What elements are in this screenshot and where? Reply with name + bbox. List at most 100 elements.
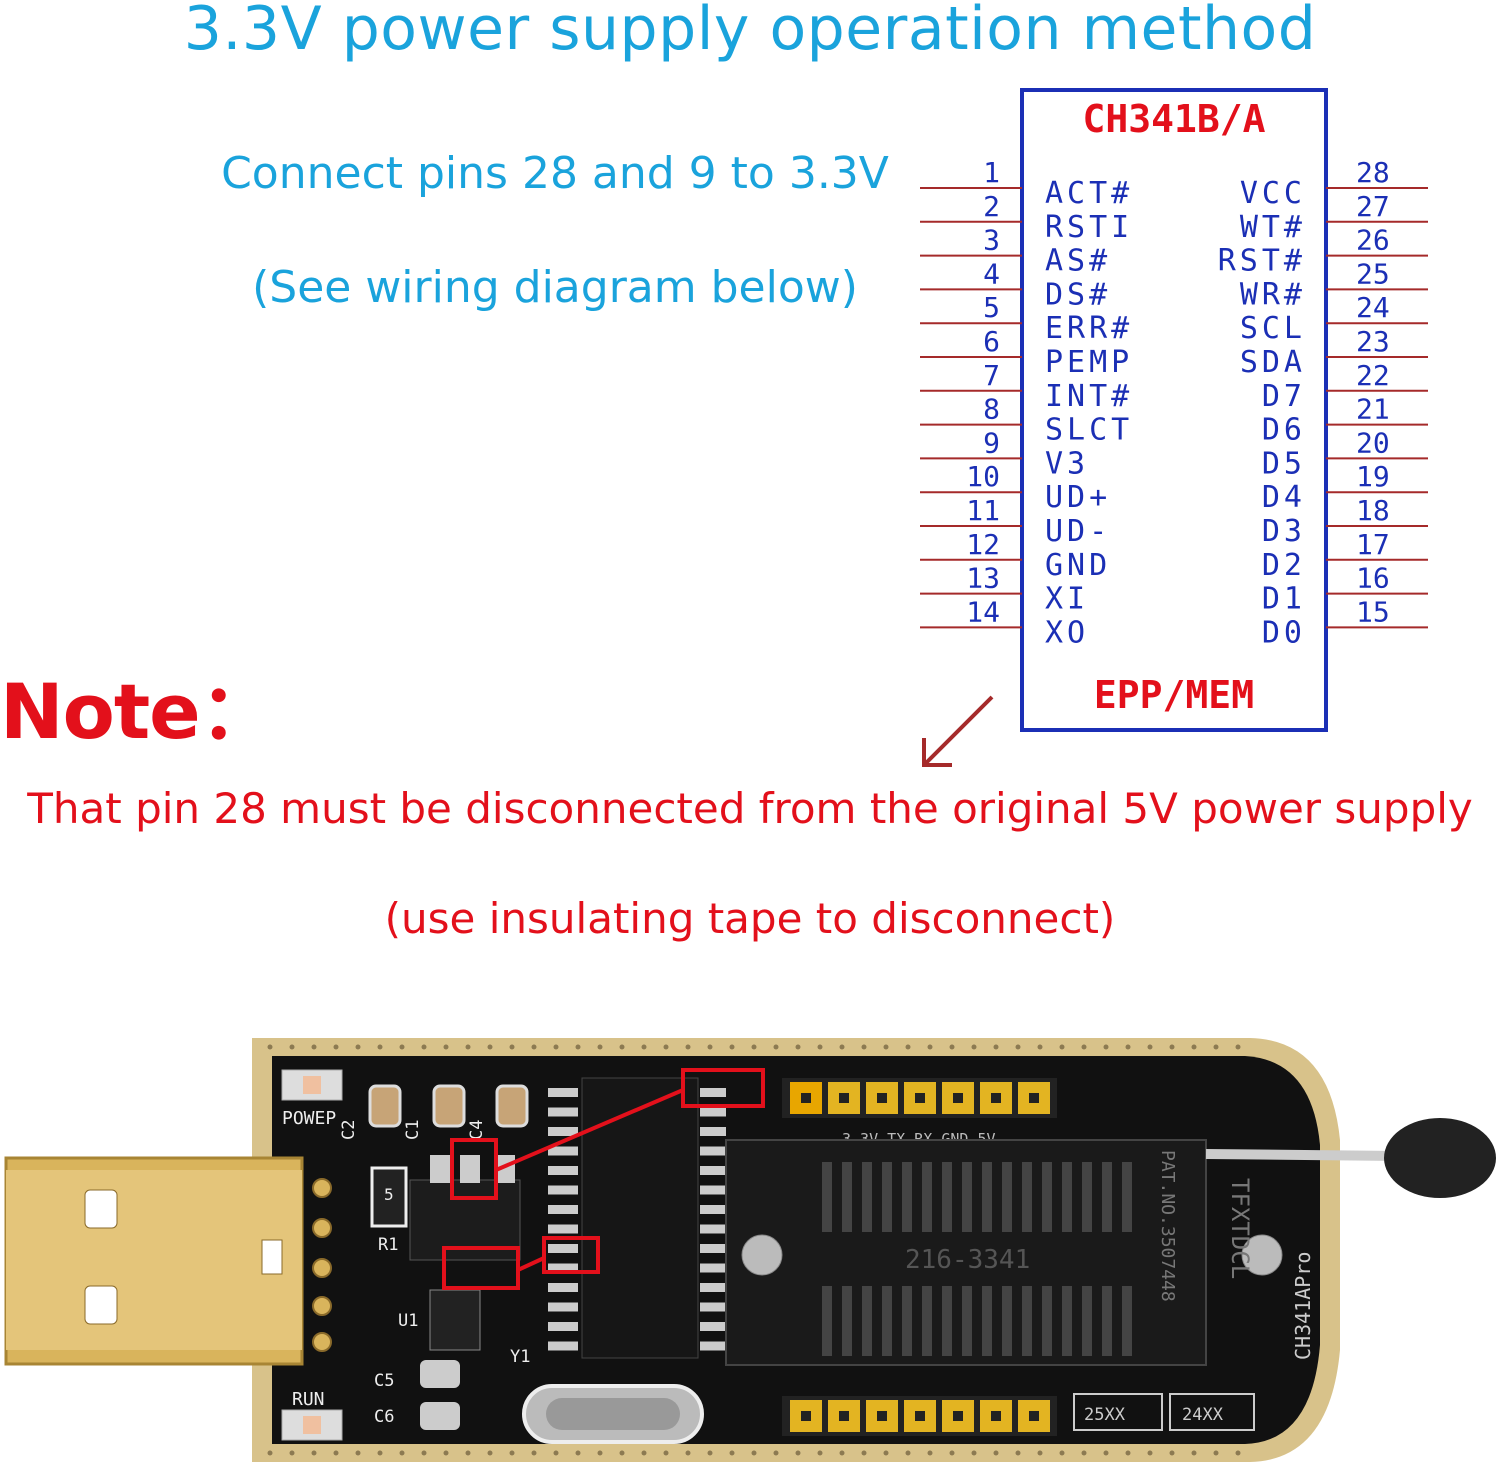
chip-name: CH341B/A xyxy=(1082,97,1265,141)
pin-name-10: UD+ xyxy=(1045,480,1111,515)
pin-number-1: 1 xyxy=(983,156,1000,189)
pin-number-7: 7 xyxy=(983,359,1000,392)
ch341a-programmer-board: POWEP RUN C2 C1 C4 5 R1 U1 Y1 C5 C6 3.3V… xyxy=(4,1038,1496,1462)
pin-number-19: 19 xyxy=(1356,460,1390,493)
pin-name-6: PEMP xyxy=(1045,345,1133,380)
svg-text:C2: C2 xyxy=(339,1120,359,1140)
screw-left-icon xyxy=(741,1234,783,1276)
pin-number-12: 12 xyxy=(966,528,1000,561)
ch341-chip xyxy=(581,1077,699,1359)
highlight-pin9 xyxy=(542,1236,600,1274)
pin-name-12: GND xyxy=(1045,548,1111,583)
see-diagram-text: (See wiring diagram below) xyxy=(252,262,858,313)
power-led xyxy=(281,1069,343,1101)
run-label: RUN xyxy=(292,1389,325,1410)
pin-number-14: 14 xyxy=(966,595,1000,628)
pin-number-10: 10 xyxy=(966,460,1000,493)
svg-text:5: 5 xyxy=(384,1185,394,1204)
pin-name-15: D0 xyxy=(1262,615,1306,650)
usb-hole-top xyxy=(84,1189,118,1229)
pin-number-16: 16 xyxy=(1356,562,1390,595)
pin-name-8: SLCT xyxy=(1045,413,1133,448)
pin-number-13: 13 xyxy=(966,562,1000,595)
chip-u1 xyxy=(429,1289,481,1351)
chip-outline xyxy=(1020,88,1328,732)
pin-name-27: WT# xyxy=(1240,210,1306,245)
highlight-group xyxy=(442,1068,765,1290)
r1-label: R1 xyxy=(378,1235,398,1255)
pin-number-25: 25 xyxy=(1356,257,1390,290)
resistor-r5 xyxy=(370,1166,408,1228)
svg-text:24XX: 24XX xyxy=(1182,1405,1224,1425)
arrow-line xyxy=(922,695,994,767)
svg-text:C4: C4 xyxy=(467,1120,487,1140)
pin-number-23: 23 xyxy=(1356,325,1390,358)
capacitor-c1 xyxy=(432,1084,466,1128)
pin-name-5: ERR# xyxy=(1045,311,1133,346)
pin-number-6: 6 xyxy=(983,325,1000,358)
pin-name-22: D7 xyxy=(1262,379,1306,414)
pin-number-22: 22 xyxy=(1356,359,1390,392)
socket-text: 216-3341 xyxy=(905,1245,1030,1275)
pin-name-1: ACT# xyxy=(1045,176,1133,211)
patent-text: PAT.NO.3507448 xyxy=(1157,1150,1178,1302)
pin-name-19: D4 xyxy=(1262,480,1306,515)
pin-number-28: 28 xyxy=(1356,156,1390,189)
pin-name-26: RST# xyxy=(1218,244,1306,279)
pin-name-18: D3 xyxy=(1262,514,1306,549)
svg-text:Y1: Y1 xyxy=(510,1347,530,1367)
pin-number-11: 11 xyxy=(966,494,1000,527)
usb-hole-bottom xyxy=(84,1285,118,1325)
highlight-pin28 xyxy=(681,1068,765,1108)
svg-text:U1: U1 xyxy=(398,1311,418,1331)
screw-right-icon xyxy=(1241,1234,1283,1276)
pin-name-21: D6 xyxy=(1262,413,1306,448)
warning-subtext: (use insulating tape to disconnect) xyxy=(384,894,1116,943)
pin-number-3: 3 xyxy=(983,224,1000,257)
warning-text: That pin 28 must be disconnected from th… xyxy=(27,784,1473,833)
pin-name-2: RSTI xyxy=(1045,210,1133,245)
instruction-text: Connect pins 28 and 9 to 3.3V xyxy=(221,148,889,199)
brand-text: TFXTDCL xyxy=(1226,1178,1254,1279)
pin-name-20: D5 xyxy=(1262,446,1306,481)
pin-number-17: 17 xyxy=(1356,528,1390,561)
svg-text:C1: C1 xyxy=(403,1120,423,1140)
pin-number-9: 9 xyxy=(983,426,1000,459)
pin-name-25: WR# xyxy=(1240,277,1306,312)
pin-name-23: SDA xyxy=(1240,345,1306,380)
pin-number-8: 8 xyxy=(983,393,1000,426)
pin-name-3: AS# xyxy=(1045,244,1111,279)
pin-number-15: 15 xyxy=(1356,595,1390,628)
pin-number-26: 26 xyxy=(1356,224,1390,257)
pin-name-4: DS# xyxy=(1045,277,1111,312)
note-label: Note： xyxy=(0,667,276,756)
pin-name-7: INT# xyxy=(1045,379,1133,414)
capacitor-c2 xyxy=(368,1084,402,1128)
chip-footer: EPP/MEM xyxy=(1094,673,1254,717)
pin-number-5: 5 xyxy=(983,291,1000,324)
pin-number-4: 4 xyxy=(983,257,1000,290)
lever-knob xyxy=(1384,1118,1496,1198)
svg-text:C5: C5 xyxy=(374,1371,394,1391)
pin-name-13: XI xyxy=(1045,582,1089,617)
zif-lever xyxy=(1205,1149,1401,1161)
pin-number-2: 2 xyxy=(983,190,1000,223)
pin-number-21: 21 xyxy=(1356,393,1390,426)
svg-text:25XX: 25XX xyxy=(1084,1405,1126,1425)
pin-name-17: D2 xyxy=(1262,548,1306,583)
pin-name-14: XO xyxy=(1045,615,1089,650)
arrow-head-icon xyxy=(922,738,952,767)
pin-number-24: 24 xyxy=(1356,291,1390,324)
pin-number-18: 18 xyxy=(1356,494,1390,527)
pin-number-27: 27 xyxy=(1356,190,1390,223)
pin-name-16: D1 xyxy=(1262,582,1306,617)
power-label: POWEP xyxy=(282,1108,336,1129)
page-title: 3.3V power supply operation method xyxy=(183,0,1317,64)
pin-name-11: UD- xyxy=(1045,514,1111,549)
pin-number-20: 20 xyxy=(1356,426,1390,459)
model-text: CH341APro xyxy=(1291,1252,1315,1360)
svg-text:C6: C6 xyxy=(374,1407,394,1427)
capacitor-c4 xyxy=(495,1084,529,1128)
